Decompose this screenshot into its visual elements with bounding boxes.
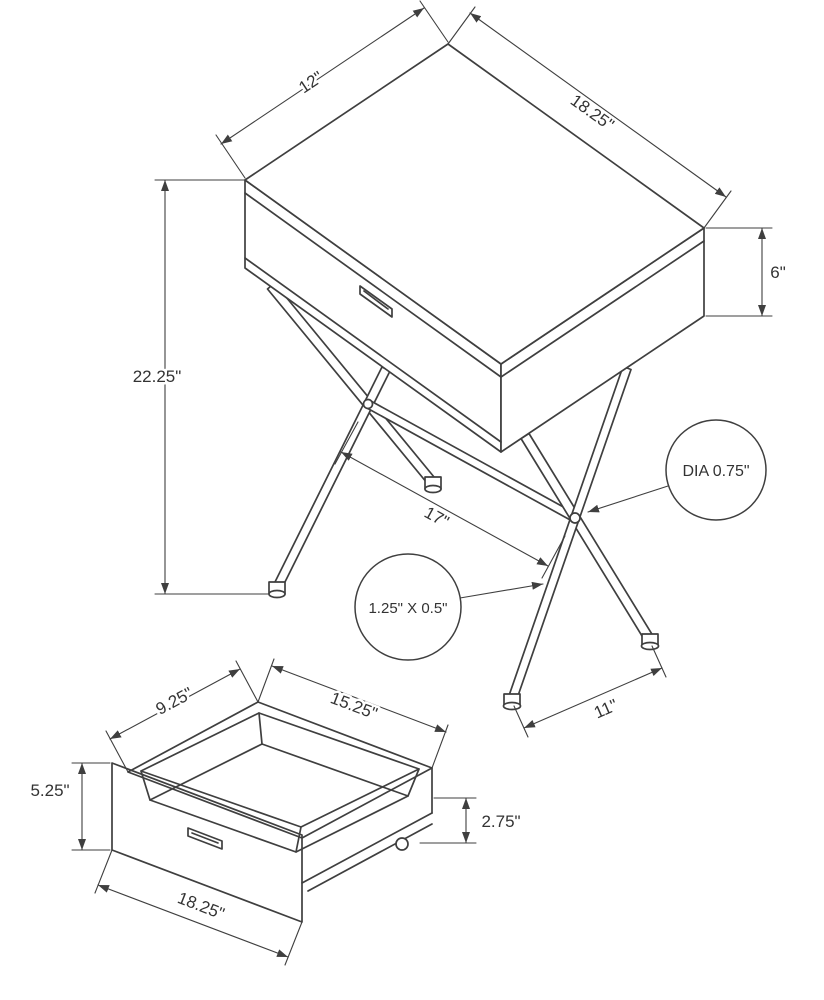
table-assembly-view <box>244 43 705 711</box>
dimension-line <box>523 667 663 729</box>
dim-label-leg-cross-section: 1.25" X 0.5" <box>368 600 447 617</box>
drawer-glide-wheel <box>395 837 409 851</box>
drawer-inner-corner <box>407 768 420 797</box>
extension-line <box>513 705 529 738</box>
extension-line <box>703 190 732 229</box>
dimension-line <box>271 665 447 733</box>
cross-bolt <box>569 512 581 524</box>
dimension-line <box>220 7 425 145</box>
extension-line <box>419 0 449 43</box>
leader-line <box>459 581 544 599</box>
drawer-handle-detail <box>191 832 219 844</box>
dim-label-drawer-inner-width: 15.25" <box>328 688 380 723</box>
dim-label-top-width: 18.25" <box>567 91 618 135</box>
drawer-handle-detail <box>363 290 389 310</box>
drawer-inner-corner <box>295 826 302 853</box>
extension-line <box>94 849 113 894</box>
foot-glide <box>424 484 442 494</box>
drawer-seam <box>244 257 502 443</box>
extension-line <box>334 421 359 465</box>
dim-label-drawer-front-height: 5.25" <box>30 781 69 800</box>
dimension-line <box>109 668 241 740</box>
callout-circle-leg-section <box>354 553 462 661</box>
cross-bolt <box>362 398 374 410</box>
top-slab-edge <box>500 240 705 378</box>
extension-line <box>541 535 566 579</box>
dim-label-inner-span: 17" <box>421 503 452 532</box>
drawer-inner-corner <box>258 712 263 745</box>
callout-circle-leg-diameter <box>665 419 767 521</box>
dimension-annotations <box>71 0 773 966</box>
feet <box>268 476 660 711</box>
drawer-slide-rail <box>307 823 433 892</box>
extension-line <box>235 660 259 703</box>
leg-bar <box>272 366 391 591</box>
dimension-line <box>97 884 289 958</box>
dim-label-top-depth: 12" <box>295 68 326 98</box>
table-top-box <box>244 43 705 453</box>
extension-line <box>105 730 129 773</box>
extension-line <box>257 658 275 703</box>
extension-line <box>651 645 667 678</box>
leader-line <box>587 485 669 513</box>
foot-glide <box>640 641 660 651</box>
drawer-inner-corner <box>140 770 151 801</box>
drawer-detail-view <box>111 701 433 923</box>
dim-label-box-height: 6" <box>770 263 786 282</box>
foot-glide <box>268 589 286 599</box>
foot-glide <box>502 701 522 711</box>
dim-label-drawer-front-width: 18.25" <box>175 888 227 923</box>
dimension-line <box>469 12 727 198</box>
dim-label-overall-height: 22.25" <box>133 367 182 386</box>
drawer-side-bottom-edge <box>301 812 433 884</box>
dim-label-leg-diameter: DIA 0.75" <box>682 463 749 480</box>
dim-label-drawer-inner-depth: 9.25" <box>153 684 196 719</box>
dim-label-foot-spread: 11" <box>591 696 620 723</box>
extension-line <box>215 134 246 179</box>
extension-line <box>284 921 303 966</box>
top-slab-edge <box>244 192 502 378</box>
extension-line <box>447 6 476 45</box>
dim-label-drawer-side-height: 2.75" <box>481 812 520 831</box>
dimension-line <box>340 451 549 567</box>
